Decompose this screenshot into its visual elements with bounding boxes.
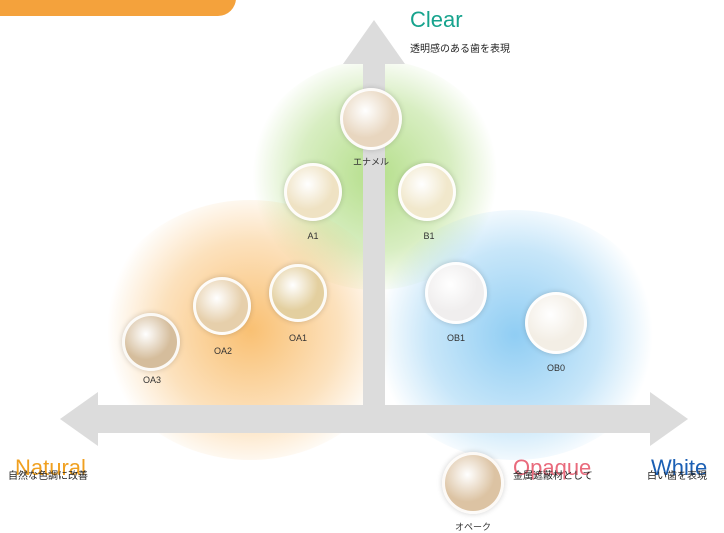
sample-b1 — [398, 163, 456, 221]
sample-ob1-label: OB1 — [446, 333, 465, 343]
sample-oa1-label: OA1 — [288, 333, 307, 343]
sample-b1-label: B1 — [423, 231, 435, 241]
sample-opaque — [442, 452, 504, 514]
natural-title: Natural — [15, 455, 86, 480]
white-title: White — [651, 455, 708, 480]
white-subtitle: 白い歯を表現 — [647, 471, 707, 482]
opaque-subtitle: 金属遮蔽材として — [513, 471, 593, 482]
natural-subtitle: 自然な色調に改善 — [8, 471, 88, 482]
right-arrow-icon — [650, 392, 688, 446]
sample-oa3 — [122, 313, 180, 371]
sample-enamel — [340, 88, 402, 150]
clear-subtitle: 透明感のある歯を表現 — [410, 44, 510, 55]
up-arrow-icon — [343, 20, 405, 64]
sample-a1 — [284, 163, 342, 221]
left-arrow-icon — [60, 392, 98, 446]
sample-oa1 — [269, 264, 327, 322]
sample-opaque-label: オペーク — [454, 522, 491, 532]
horizontal-axis — [96, 405, 652, 433]
opaque-title: Opaque — [513, 455, 592, 480]
sample-enamel-label: エナメル — [352, 157, 389, 167]
clear-title: Clear — [410, 7, 463, 32]
sample-a1-label: A1 — [307, 231, 319, 241]
sample-ob0 — [525, 292, 587, 354]
sample-oa2-label: OA2 — [213, 346, 232, 356]
sample-ob1 — [425, 262, 487, 324]
sample-oa2 — [193, 277, 251, 335]
sample-oa3-label: OA3 — [142, 375, 161, 385]
header-tag — [0, 0, 236, 16]
sample-ob0-label: OB0 — [546, 363, 565, 373]
